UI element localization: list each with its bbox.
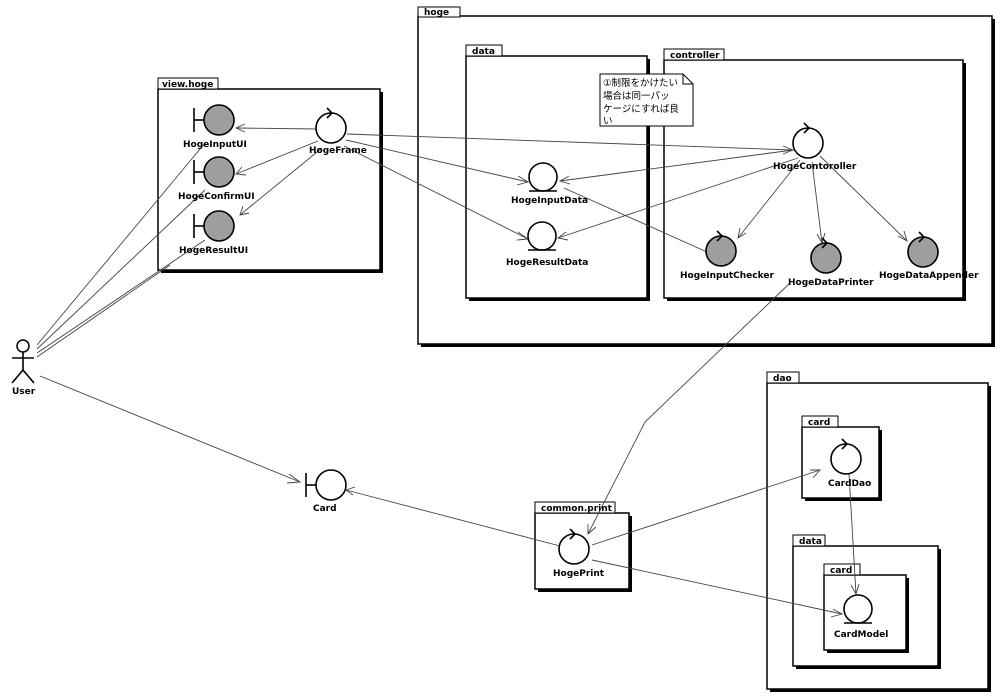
- edge-frame-confirmui: [235, 140, 319, 175]
- note-restriction: ①制限をかけたい 場合は同一パッ ケージにすれば良 い: [599, 73, 694, 127]
- boundary-hoge-result-ui[interactable]: HogeResultUI: [179, 210, 248, 256]
- label-card: Card: [313, 504, 337, 514]
- package-label-dao: dao: [773, 374, 792, 384]
- label-hoge-print: HogePrint: [553, 569, 605, 579]
- edge-frame-resultdata: [343, 145, 529, 240]
- package-label-dao-card: card: [808, 418, 830, 428]
- note-line-3: ケージにすれば良: [603, 103, 679, 115]
- edge-carddao-cardmodel: [848, 473, 857, 595]
- edge-frame-inputdata: [345, 139, 529, 183]
- control-card-dao[interactable]: CardDao: [828, 438, 871, 489]
- control-hoge-print[interactable]: HogePrint: [553, 528, 605, 579]
- label-hoge-data-appender: HogeDataAppender: [879, 271, 979, 281]
- edge-hogeprint-cardmodel: [591, 559, 843, 615]
- edges: [36, 123, 908, 618]
- edge-hogeprint-card: [345, 489, 561, 547]
- package-label-dao-data-card: card: [830, 566, 852, 576]
- label-hoge-data-printer: HogeDataPrinter: [788, 278, 874, 288]
- edge-controller-printer: [811, 161, 823, 244]
- label-hoge-input-checker: HogeInputChecker: [680, 271, 774, 281]
- label-hoge-frame: HogeFrame: [309, 146, 367, 156]
- note-line-2: 場合は同一パッ: [603, 90, 670, 102]
- boundary-hoge-confirm-ui[interactable]: HogeConfirmUI: [178, 156, 255, 202]
- label-user: User: [12, 387, 36, 397]
- note-line-4: い: [603, 116, 613, 127]
- edge-frame-inputui: [235, 127, 317, 130]
- label-card-dao: CardDao: [828, 479, 871, 489]
- package-label-common-print: common.print: [541, 504, 613, 514]
- edge-controller-appender: [819, 155, 908, 242]
- boundary-card[interactable]: Card: [305, 469, 347, 514]
- package-label-hoge-controller: controller: [670, 51, 720, 61]
- package-label-dao-data: data: [799, 537, 822, 547]
- label-hoge-contoroller: HogeContoroller: [773, 162, 857, 172]
- package-dao-data-card: card: [823, 563, 909, 653]
- edge-controller-checker: [737, 159, 801, 239]
- entity-hoge-input-data[interactable]: HogeInputData: [511, 162, 588, 206]
- entity-card-model[interactable]: CardModel: [834, 594, 888, 640]
- entity-hoge-result-data[interactable]: HogeResultData: [506, 221, 588, 268]
- edge-controller-resultdata: [557, 157, 799, 239]
- edge-checker-inputdata: [563, 187, 708, 253]
- control-hoge-data-printer[interactable]: HogeDataPrinter: [788, 237, 874, 288]
- label-hoge-result-ui: HogeResultUI: [179, 246, 248, 256]
- edge-frame-resultui: [239, 147, 323, 216]
- package-label-hoge-data: data: [472, 47, 495, 57]
- boundary-hoge-input-ui[interactable]: HogeInputUI: [183, 104, 247, 150]
- label-hoge-input-data: HogeInputData: [511, 196, 588, 206]
- label-card-model: CardModel: [834, 630, 888, 640]
- label-hoge-confirm-ui: HogeConfirmUI: [178, 192, 255, 202]
- label-hoge-result-data: HogeResultData: [506, 258, 588, 268]
- edge-frame-controller: [346, 133, 794, 151]
- control-hoge-contoroller[interactable]: HogeContoroller: [773, 122, 857, 172]
- control-hoge-input-checker[interactable]: HogeInputChecker: [680, 230, 774, 281]
- control-hoge-frame[interactable]: HogeFrame: [309, 107, 367, 156]
- edge-printer-hogeprint: [587, 282, 791, 535]
- edge-hogeprint-carddao: [591, 469, 821, 546]
- package-view-hoge: view.hoge: [157, 77, 383, 273]
- edge-user-card: [39, 375, 301, 483]
- label-hoge-input-ui: HogeInputUI: [183, 140, 247, 150]
- package-label-view-hoge: view.hoge: [162, 80, 213, 90]
- actor-user[interactable]: User: [11, 339, 36, 397]
- package-label-hoge: hoge: [424, 8, 449, 18]
- edge-controller-inputdata: [559, 149, 794, 182]
- note-line-1: ①制限をかけたい: [603, 77, 678, 89]
- control-hoge-data-appender[interactable]: HogeDataAppender: [879, 231, 979, 281]
